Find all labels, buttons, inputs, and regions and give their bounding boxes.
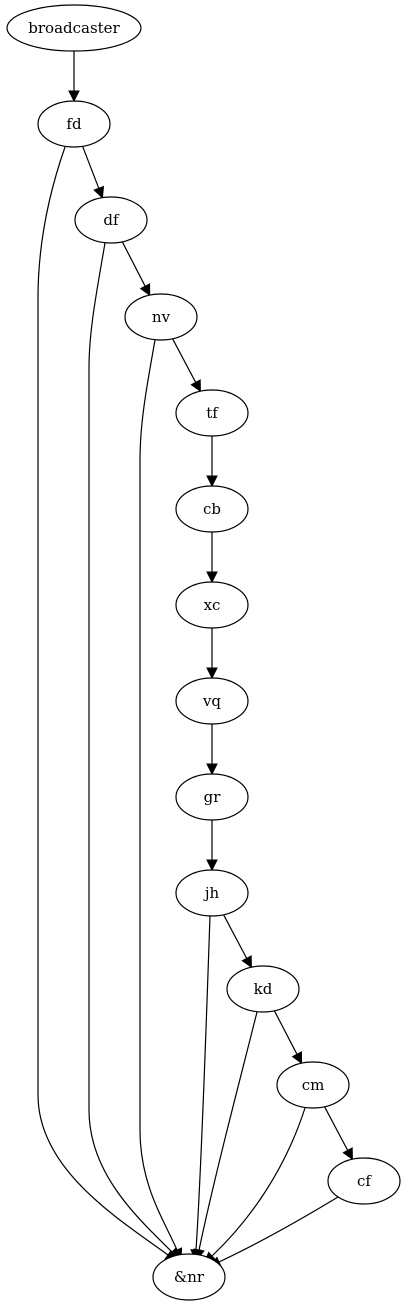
node-df: df [74,196,148,244]
edge-line [195,915,211,1251]
edge-gr-jh [206,820,218,872]
edge-df-nv [121,241,151,297]
node-tf: tf [175,389,249,437]
edge-cm-nr [203,1107,306,1264]
node-cf: cf [327,1157,401,1205]
arrowhead-icon [206,667,218,680]
edge-nv-nr [139,339,183,1261]
node-vq: vq [175,677,249,725]
node-label: jh [203,884,220,902]
arrowhead-icon [139,283,151,297]
node-label: tf [206,404,219,422]
edge-xc-vq [206,628,218,680]
arrowhead-icon [68,90,80,103]
node-shape [175,581,249,629]
edge-line [172,338,197,383]
edge-line [88,242,173,1253]
edge-line [121,241,146,287]
arrowhead-icon [342,1147,353,1161]
edge-broadcaster-fd [68,51,80,103]
node-shape [124,293,198,341]
node-label: vq [202,692,221,710]
node-label: cf [357,1172,372,1190]
node-cm: cm [276,1061,350,1109]
edge-cf-nr [208,1196,339,1268]
node-kd: kd [226,965,300,1013]
arrowhead-icon [241,955,252,969]
edge-line [273,1010,298,1055]
node-shape [74,196,148,244]
node-label: &nr [174,1268,205,1286]
edge-line [198,1011,258,1251]
node-shape [6,4,142,52]
edge-line [139,339,178,1251]
node-label: cb [203,500,221,518]
node-fd: fd [37,100,111,148]
node-label: cm [302,1076,325,1094]
edge-vq-gr [206,724,218,776]
node-shape [37,100,111,148]
node-nr: &nr [152,1253,226,1301]
node-jh: jh [175,869,249,917]
edge-nv-tf [172,338,201,393]
node-broadcaster: broadcaster [6,4,142,52]
edge-line [218,1196,339,1263]
node-shape [226,965,300,1013]
edge-kd-nr [193,1011,258,1261]
arrowhead-icon [190,379,201,393]
node-label: gr [204,788,222,806]
edge-jh-kd [223,914,252,969]
node-label: df [103,211,120,229]
arrowhead-icon [291,1051,303,1065]
edge-jh-nr [190,915,211,1262]
node-xc: xc [175,581,249,629]
edge-line [37,146,169,1256]
arrowhead-icon [93,185,105,199]
node-label: broadcaster [28,19,120,37]
node-nv: nv [124,293,198,341]
edge-df-nr [88,242,180,1260]
node-cb: cb [175,485,249,533]
nodes-layer: broadcaster fd df nv tf cb xc vq gr jh kd cm cf&nr [6,4,401,1301]
edge-cb-xc [206,532,218,584]
edge-line [82,146,100,189]
node-shape [276,1061,350,1109]
node-shape [175,389,249,437]
node-shape [152,1253,226,1301]
node-label: kd [254,980,273,998]
edge-tf-cb [206,436,218,488]
edge-line [223,914,248,959]
edge-fd-df [82,146,105,199]
arrowhead-icon [206,763,218,776]
arrowhead-icon [206,859,218,872]
node-shape [327,1157,401,1205]
edge-line [211,1107,306,1257]
node-label: xc [204,596,221,614]
node-gr: gr [175,773,249,821]
edge-line [324,1106,349,1151]
node-shape [175,677,249,725]
node-label: nv [152,308,171,326]
node-label: fd [66,115,82,133]
edge-cm-cf [324,1106,353,1161]
node-shape [175,773,249,821]
arrowhead-icon [206,475,218,488]
node-shape [175,485,249,533]
node-shape [175,869,249,917]
arrowhead-icon [206,571,218,584]
edge-kd-cm [273,1010,303,1065]
